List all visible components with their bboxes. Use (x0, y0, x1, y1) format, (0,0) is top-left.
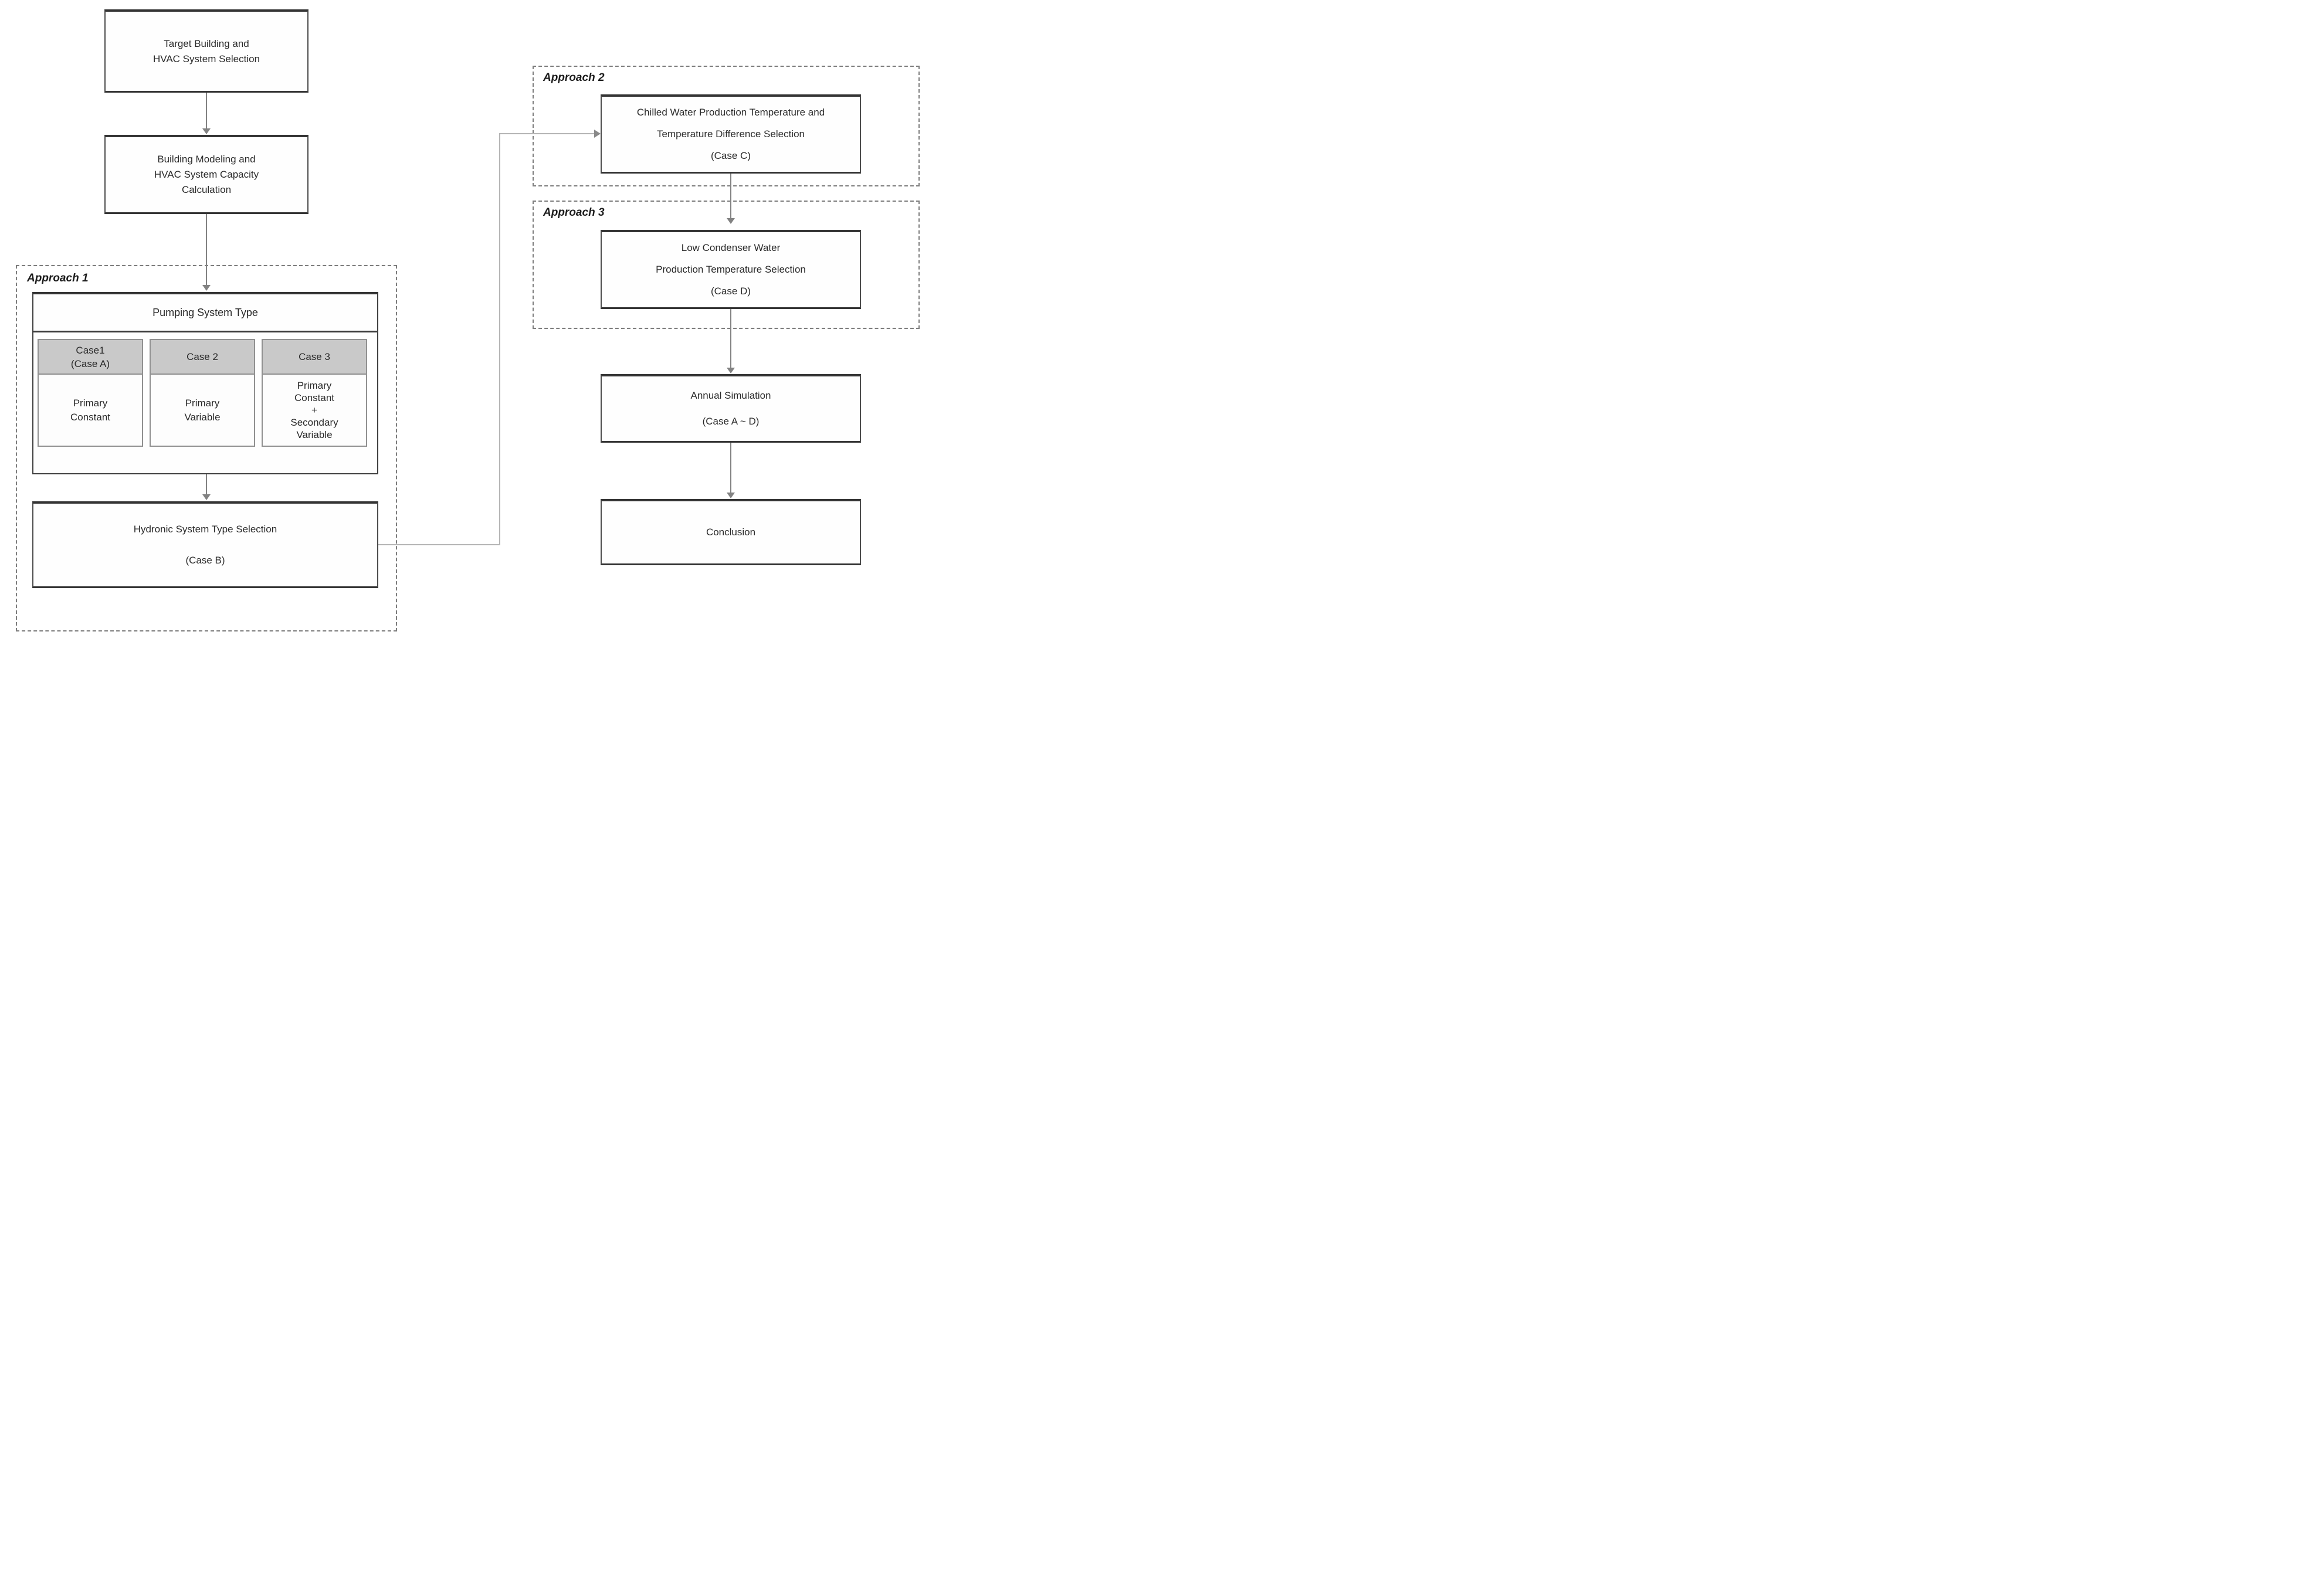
case-1-body: Primary Constant (39, 375, 142, 446)
pumping-table-header: Pumping System Type (33, 294, 377, 332)
case-1-column: Case1 (Case A) Primary Constant (38, 339, 143, 447)
case-2-body-line: Variable (184, 411, 221, 423)
node-building-modeling: Building Modeling and HVAC System Capaci… (104, 135, 309, 214)
node-chilled-water: Chilled Water Production Temperature and… (601, 94, 861, 174)
node-target-building: Target Building and HVAC System Selectio… (104, 9, 309, 93)
node-building-modeling-line: Calculation (181, 184, 232, 195)
arrow-target-to-modeling (206, 93, 207, 129)
node-annual-simulation-line: Annual Simulation (690, 390, 771, 402)
arrow-target-to-modeling-arrowhead-icon (202, 128, 211, 134)
arrow-chilled-to-lowcond (730, 174, 731, 219)
case-2-body: Primary Variable (151, 375, 254, 446)
node-annual-simulation: Annual Simulation (Case A ~ D) (601, 374, 861, 443)
node-building-modeling-line: Building Modeling and (157, 154, 256, 165)
arrow-lowcond-to-annual-arrowhead-icon (727, 368, 735, 373)
node-chilled-water-line: Temperature Difference Selection (657, 128, 805, 140)
case-3-body-line: Variable (296, 429, 333, 440)
node-conclusion: Conclusion (601, 499, 861, 565)
node-hydronic-system-line: (Case B) (185, 555, 225, 566)
approach-1-label: Approach 1 (27, 272, 89, 284)
node-low-condenser-line: Low Condenser Water (681, 242, 781, 253)
case-3-header: Case 3 (263, 340, 366, 375)
flowchart-canvas: Approach 1 Approach 2 Approach 3 Target … (0, 0, 924, 639)
case-1-header: Case1 (Case A) (39, 340, 142, 375)
case-2-body-line: Primary (185, 397, 220, 409)
case-1-header-line: Case1 (76, 344, 105, 356)
arrow-annual-to-conclusion (730, 443, 731, 493)
node-chilled-water-line: (Case C) (710, 150, 751, 161)
node-hydronic-system-line: Hydronic System Type Selection (133, 523, 277, 535)
case-1-body-line: Constant (70, 411, 111, 423)
group-approach-2 (533, 66, 920, 186)
node-low-condenser-line: (Case D) (710, 286, 751, 297)
node-hydronic-system: Hydronic System Type Selection (Case B) (32, 501, 378, 588)
case-3-body-line: Constant (294, 392, 335, 403)
connector-hydronic-to-chilled-arrowhead-icon (594, 130, 601, 138)
arrow-pumping-to-hydronic-arrowhead-icon (202, 494, 211, 500)
arrow-chilled-to-lowcond-arrowhead-icon (727, 218, 735, 224)
table-pumping-system-type: Pumping System Type Case1 (Case A) Prima… (32, 292, 378, 474)
node-chilled-water-line: Chilled Water Production Temperature and (636, 107, 825, 118)
arrow-lowcond-to-annual (730, 309, 731, 368)
node-annual-simulation-line: (Case A ~ D) (702, 415, 760, 427)
node-target-building-line: HVAC System Selection (152, 53, 260, 64)
case-2-header-line: Case 2 (187, 351, 218, 362)
approach-2-label: Approach 2 (543, 72, 605, 84)
case-3-body: Primary Constant + Secondary Variable (263, 375, 366, 446)
arrow-modeling-to-pumping-arrowhead-icon (202, 285, 211, 291)
connector-hydronic-to-chilled-seg-vertical (499, 133, 500, 545)
node-building-modeling-line: HVAC System Capacity (154, 169, 259, 180)
node-low-condenser-line: Production Temperature Selection (656, 264, 806, 275)
case-2-header: Case 2 (151, 340, 254, 375)
arrow-modeling-to-pumping (206, 214, 207, 286)
arrow-pumping-to-hydronic (206, 474, 207, 495)
node-target-building-line: Target Building and (164, 38, 249, 49)
node-conclusion-line: Conclusion (706, 527, 756, 538)
pumping-table-title: Pumping System Type (152, 306, 258, 318)
connector-hydronic-to-chilled-seg-top (499, 133, 594, 134)
group-approach-3 (533, 201, 920, 329)
case-3-header-line: Case 3 (299, 351, 330, 362)
case-3-body-line: + (311, 405, 317, 416)
case-3-body-line: Primary (297, 380, 332, 391)
case-1-body-line: Primary (73, 397, 108, 409)
case-3-body-line: Secondary (290, 417, 338, 428)
connector-hydronic-to-chilled-seg-bottom (378, 544, 500, 545)
arrow-annual-to-conclusion-arrowhead-icon (727, 493, 735, 498)
case-2-column: Case 2 Primary Variable (150, 339, 255, 447)
approach-3-label: Approach 3 (543, 206, 605, 219)
case-3-column: Case 3 Primary Constant + Secondary Vari… (262, 339, 367, 447)
node-low-condenser: Low Condenser Water Production Temperatu… (601, 230, 861, 309)
case-1-header-line: (Case A) (70, 358, 110, 369)
